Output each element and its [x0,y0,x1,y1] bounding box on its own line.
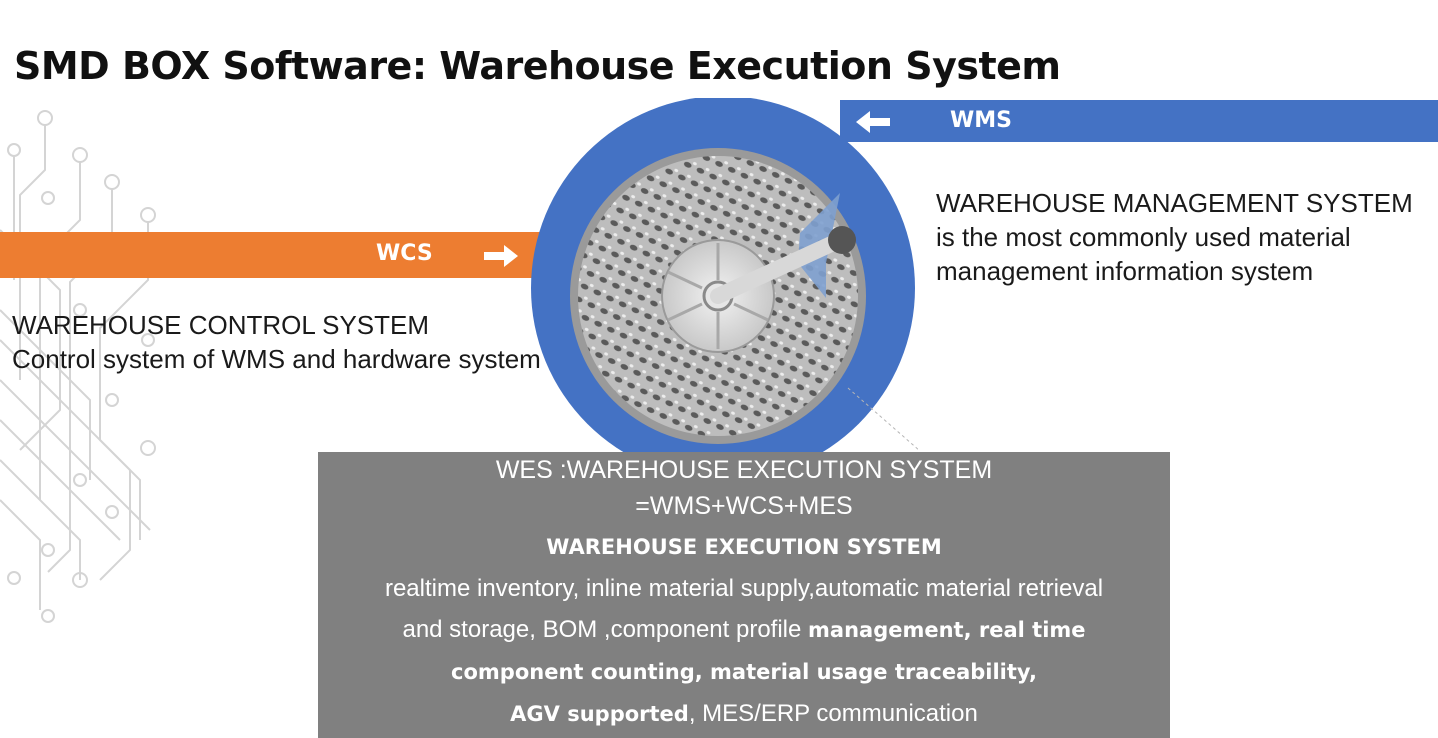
wms-desc-line: is the most commonly used material [936,222,1351,252]
wms-description: WAREHOUSE MANAGEMENT SYSTEM is the most … [936,186,1416,288]
wms-label: WMS [950,108,1013,133]
wes-body-bold: AGV supported [510,702,689,726]
smd-reel-icon [531,98,918,478]
arrow-left-icon [856,111,890,133]
wes-body-line: and storage, BOM ,component profile mana… [318,609,1170,651]
page-title: SMD BOX Software: Warehouse Execution Sy… [14,44,1061,88]
wes-heading: WES :WAREHOUSE EXECUTION SYSTEM [495,456,993,484]
wes-body-bold: component counting, material usage trace… [451,660,1037,684]
wes-body-line: realtime inventory, inline material supp… [384,575,1104,602]
wes-box: WES :WAREHOUSE EXECUTION SYSTEM =WMS+WCS… [318,452,1170,738]
wcs-label: WCS [376,241,433,266]
wms-desc-title: WAREHOUSE MANAGEMENT SYSTEM [936,188,1413,218]
wms-band [840,100,1438,142]
wes-body-line: AGV supported, MES/ERP communication [318,693,1170,735]
wcs-desc-title: WAREHOUSE CONTROL SYSTEM [12,310,430,340]
wes-body-bold: management, real time [808,618,1086,642]
wes-formula: =WMS+WCS+MES [635,492,853,520]
wes-body-line: component counting, material usage trace… [318,651,1170,693]
wms-desc-line: management information system [936,256,1314,286]
wes-body-text: , MES/ERP communication [688,700,978,727]
wcs-desc-line: Control system of WMS and hardware syste… [12,344,541,374]
arrow-right-icon [484,245,518,267]
wes-subheading: WAREHOUSE EXECUTION SYSTEM [546,535,942,559]
wes-body-text: and storage, BOM ,component profile [402,616,809,643]
circuit-decoration [0,110,156,623]
wcs-description: WAREHOUSE CONTROL SYSTEM Control system … [12,308,572,376]
